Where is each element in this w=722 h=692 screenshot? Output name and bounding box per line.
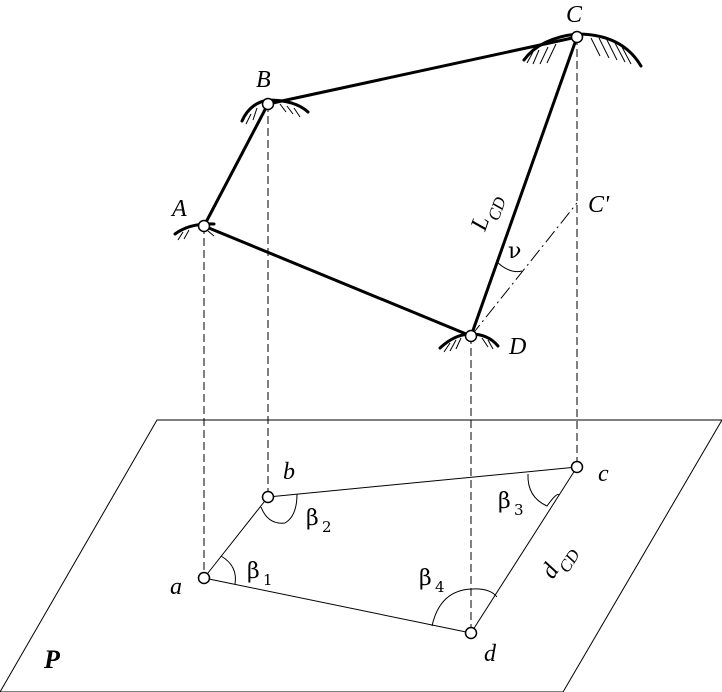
projection-plane <box>0 419 722 692</box>
angle-arc-nu <box>496 261 523 273</box>
angle-arc-beta2 <box>260 493 298 524</box>
label-L-sub: CD <box>484 194 510 223</box>
link-BC <box>266 35 579 106</box>
label-B: B <box>256 67 271 93</box>
angle-arc-beta4 <box>431 588 498 627</box>
point-d <box>464 626 478 640</box>
label-d: d <box>484 641 497 667</box>
label-beta1: β 1 <box>247 559 273 589</box>
label-beta3: β 3 <box>498 489 524 519</box>
point-c <box>570 460 584 474</box>
beta2-subscript: 2 <box>322 518 332 536</box>
label-c: c <box>598 461 609 487</box>
fixed-support-A <box>173 222 219 241</box>
beta4-symbol: β <box>419 566 432 591</box>
projection-ad <box>203 577 472 634</box>
joint-B <box>261 97 275 111</box>
label-L-CD: L CD <box>466 194 510 235</box>
label-beta2: β 2 <box>306 506 332 536</box>
beta3-symbol: β <box>498 489 511 514</box>
joint-A <box>197 219 211 233</box>
label-beta4: β 4 <box>419 566 445 596</box>
link-AB <box>202 102 270 228</box>
label-C: C <box>566 2 583 28</box>
beta1-symbol: β <box>247 559 260 584</box>
label-d-CD: d CD <box>536 545 584 583</box>
point-b <box>261 490 275 504</box>
beta4-subscript: 4 <box>435 578 445 596</box>
label-b: b <box>283 459 295 485</box>
label-nu: ν <box>508 239 521 264</box>
beta1-subscript: 1 <box>263 571 273 589</box>
angle-arc-beta1 <box>220 555 236 585</box>
link-CD <box>469 35 579 338</box>
label-C-prime: C' <box>588 192 610 218</box>
label-A: A <box>170 196 187 222</box>
point-a <box>197 571 211 585</box>
projection-ab <box>203 496 269 579</box>
label-D: D <box>508 334 526 360</box>
angle-arc-beta3 <box>527 473 560 507</box>
link-AD <box>202 224 473 338</box>
joint-C <box>570 30 584 44</box>
beta2-symbol: β <box>306 506 319 531</box>
projection-bc <box>267 466 578 498</box>
joint-D <box>464 329 478 343</box>
beta3-subscript: 3 <box>514 501 524 519</box>
projection-cd <box>470 466 578 634</box>
auxiliary-line-D-Cprime <box>470 202 578 337</box>
label-a: a <box>170 574 182 600</box>
label-plane-P: P <box>43 645 61 674</box>
